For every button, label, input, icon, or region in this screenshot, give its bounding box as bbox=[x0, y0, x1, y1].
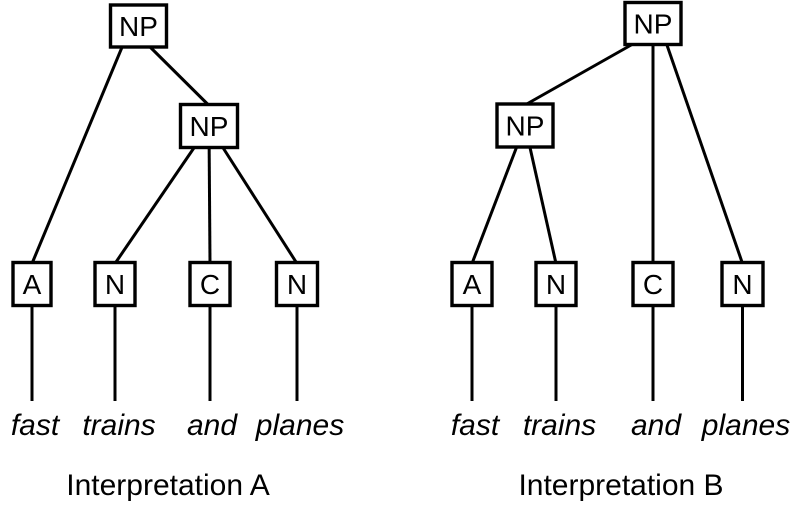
node-box-n1 bbox=[93, 260, 137, 308]
node-box-a bbox=[450, 260, 494, 308]
node-box-c bbox=[188, 260, 232, 308]
node-box-np-root bbox=[623, 0, 683, 47]
node-interpretation-a-n2: N bbox=[274, 260, 320, 308]
node-interpretation-a-c: C bbox=[188, 260, 232, 308]
node-interpretation-a-n1: N bbox=[93, 260, 137, 308]
edge-np-root-n2 bbox=[665, 43, 744, 264]
node-label-n2: N bbox=[732, 269, 752, 300]
tree-interpretation-a: fast trains and planes NP NP A N C N bbox=[11, 3, 344, 442]
node-box-np-inner bbox=[495, 102, 555, 149]
node-box-c bbox=[631, 260, 675, 308]
caption-interpretation-b: Interpretation B bbox=[518, 469, 724, 502]
node-label-np-root: NP bbox=[634, 9, 673, 40]
node-label-np-inner: NP bbox=[190, 111, 229, 142]
word-trains: trains bbox=[82, 409, 155, 442]
node-label-np-inner: NP bbox=[506, 111, 545, 142]
node-label-c: C bbox=[200, 269, 220, 300]
word-fast: fast bbox=[11, 409, 61, 442]
node-interpretation-b-np-root: NP bbox=[623, 0, 683, 47]
edge-np-root-np-inner bbox=[148, 44, 211, 107]
tree-interpretation-b: fast trains and planes NP NP A N C N bbox=[450, 0, 790, 442]
edge-np-inner-n1 bbox=[113, 145, 197, 265]
node-box-n1 bbox=[534, 260, 578, 308]
node-box-np-inner bbox=[178, 102, 240, 150]
word-planes: planes bbox=[255, 409, 344, 442]
node-box-n2 bbox=[274, 260, 320, 308]
node-interpretation-b-a: A bbox=[450, 260, 494, 308]
node-label-np-root: NP bbox=[119, 11, 158, 42]
word-and: and bbox=[187, 409, 238, 442]
edge-np-inner-a bbox=[470, 145, 519, 265]
word-trains: trains bbox=[523, 409, 596, 442]
node-label-n2: N bbox=[287, 269, 307, 300]
node-label-c: C bbox=[643, 269, 663, 300]
node-box-a bbox=[11, 260, 53, 308]
node-box-np-root bbox=[108, 3, 169, 49]
node-box-n2 bbox=[720, 260, 765, 308]
node-interpretation-b-c: C bbox=[631, 260, 675, 308]
node-interpretation-b-n2: N bbox=[720, 260, 765, 308]
edge-np-root-a bbox=[30, 45, 124, 265]
node-label-a: A bbox=[23, 269, 42, 300]
caption-interpretation-a: Interpretation A bbox=[66, 469, 270, 502]
edge-np-inner-n2 bbox=[220, 145, 299, 265]
edge-np-inner-n1 bbox=[528, 145, 558, 264]
node-label-a: A bbox=[463, 269, 482, 300]
node-interpretation-a-np-root: NP bbox=[108, 3, 169, 49]
word-fast: fast bbox=[451, 409, 501, 442]
node-interpretation-b-np-inner: NP bbox=[495, 102, 555, 149]
node-label-n1: N bbox=[546, 269, 566, 300]
node-interpretation-a-np-inner: NP bbox=[178, 102, 240, 150]
edge-np-inner-c bbox=[207, 146, 212, 264]
word-and: and bbox=[631, 409, 682, 442]
node-interpretation-b-n1: N bbox=[534, 260, 578, 308]
word-planes: planes bbox=[701, 409, 790, 442]
edge-np-root-np-inner bbox=[524, 42, 635, 107]
node-interpretation-a-a: A bbox=[11, 260, 53, 308]
node-label-n1: N bbox=[105, 269, 125, 300]
